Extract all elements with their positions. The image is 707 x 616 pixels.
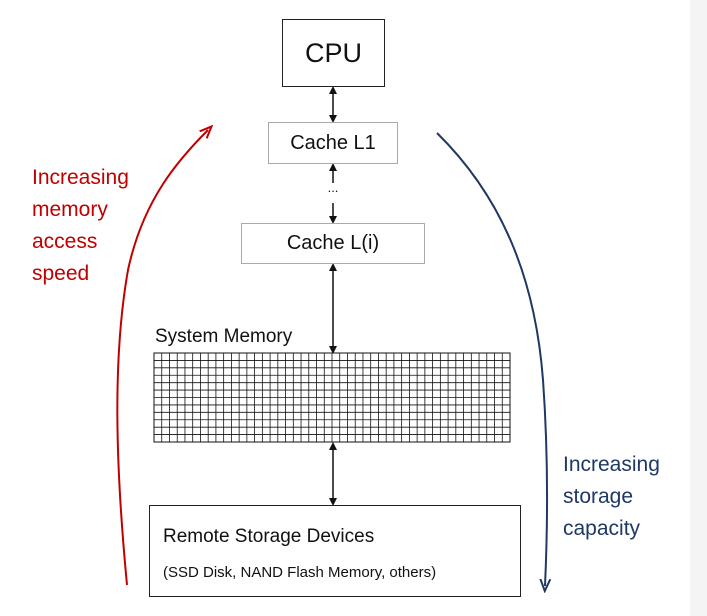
speed-arrow xyxy=(116,130,208,586)
right-edge-strip xyxy=(690,0,707,616)
cache-levels-ellipsis: ... xyxy=(327,180,339,195)
cpu-box: CPU xyxy=(282,19,385,87)
system-memory-label: System Memory xyxy=(155,326,293,347)
remote-storage-title: Remote Storage Devices xyxy=(163,526,375,547)
capacity-arrow xyxy=(436,132,547,586)
remote-storage-box: Remote Storage Devices (SSD Disk, NAND F… xyxy=(149,505,521,597)
cache-l1-box: Cache L1 xyxy=(268,122,398,164)
remote-storage-subtitle: (SSD Disk, NAND Flash Memory, others) xyxy=(163,564,437,581)
system-memory-grid xyxy=(153,352,511,443)
cache-li-box: Cache L(i) xyxy=(241,223,425,264)
capacity-annotation: Increasing storage capacity xyxy=(563,453,660,540)
speed-annotation: Increasing memory access speed xyxy=(32,166,129,285)
